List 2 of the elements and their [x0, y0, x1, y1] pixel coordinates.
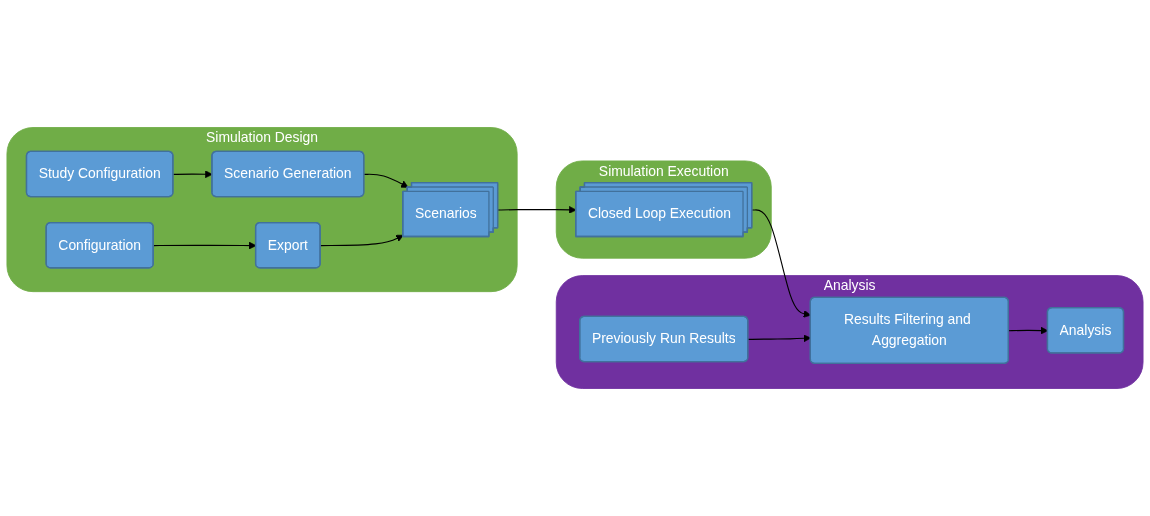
- arrow: [497, 206, 577, 214]
- arrow: [363, 173, 409, 188]
